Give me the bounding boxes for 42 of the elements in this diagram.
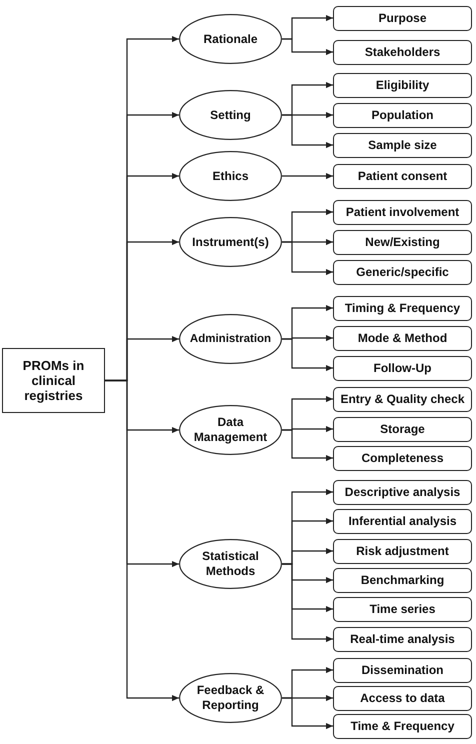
subtopic-box: Storage: [333, 416, 472, 442]
arrow: [282, 697, 333, 730]
category-ellipse: Setting: [179, 90, 282, 140]
subtopic-box: Sample size: [333, 132, 472, 158]
topic-box: PROMs in clinical registries: [2, 348, 105, 413]
category-ellipse: Feedback & Reporting: [179, 673, 282, 723]
subtopic-box: Descriptive analysis: [333, 480, 472, 504]
arrow: [282, 338, 333, 372]
subtopic-box: Benchmarking: [333, 568, 472, 592]
arrow: [282, 172, 333, 180]
category-ellipse: Administration: [179, 314, 282, 364]
subtopic-box: Access to data: [333, 686, 472, 710]
category-ellipse: Statistical Methods: [179, 539, 282, 589]
arrow: [105, 380, 179, 702]
subtopic-box: New/Existing: [333, 230, 472, 254]
subtopic-box: Purpose: [333, 6, 472, 30]
subtopic-box: Time series: [333, 596, 472, 622]
subtopic-box: Inferential analysis: [333, 508, 472, 534]
subtopic-box: Timing & Frequency: [333, 296, 472, 320]
category-ellipse: Ethics: [179, 151, 282, 201]
arrow: [282, 241, 333, 276]
subtopic-box: Population: [333, 102, 472, 128]
subtopic-box: Risk adjustment: [333, 538, 472, 564]
subtopic-box: Generic/specific: [333, 260, 472, 284]
category-ellipse: Instrument(s): [179, 217, 282, 267]
category-ellipse: Data Management: [179, 405, 282, 455]
subtopic-box: Entry & Quality check: [333, 386, 472, 412]
arrow: [282, 563, 333, 642]
category-ellipse: Rationale: [179, 14, 282, 64]
arrow: [282, 114, 333, 148]
subtopic-box: Stakeholders: [333, 40, 472, 64]
subtopic-box: Completeness: [333, 446, 472, 470]
subtopic-box: Time & Frequency: [333, 714, 472, 738]
subtopic-box: Dissemination: [333, 658, 472, 682]
arrow: [282, 429, 333, 462]
subtopic-box: Follow-Up: [333, 356, 472, 380]
subtopic-box: Mode & Method: [333, 326, 472, 350]
subtopic-box: Patient involvement: [333, 200, 472, 224]
subtopic-box: Real-time analysis: [333, 626, 472, 652]
arrow: [282, 38, 333, 56]
subtopic-box: Eligibility: [333, 72, 472, 98]
subtopic-box: Patient consent: [333, 164, 472, 188]
